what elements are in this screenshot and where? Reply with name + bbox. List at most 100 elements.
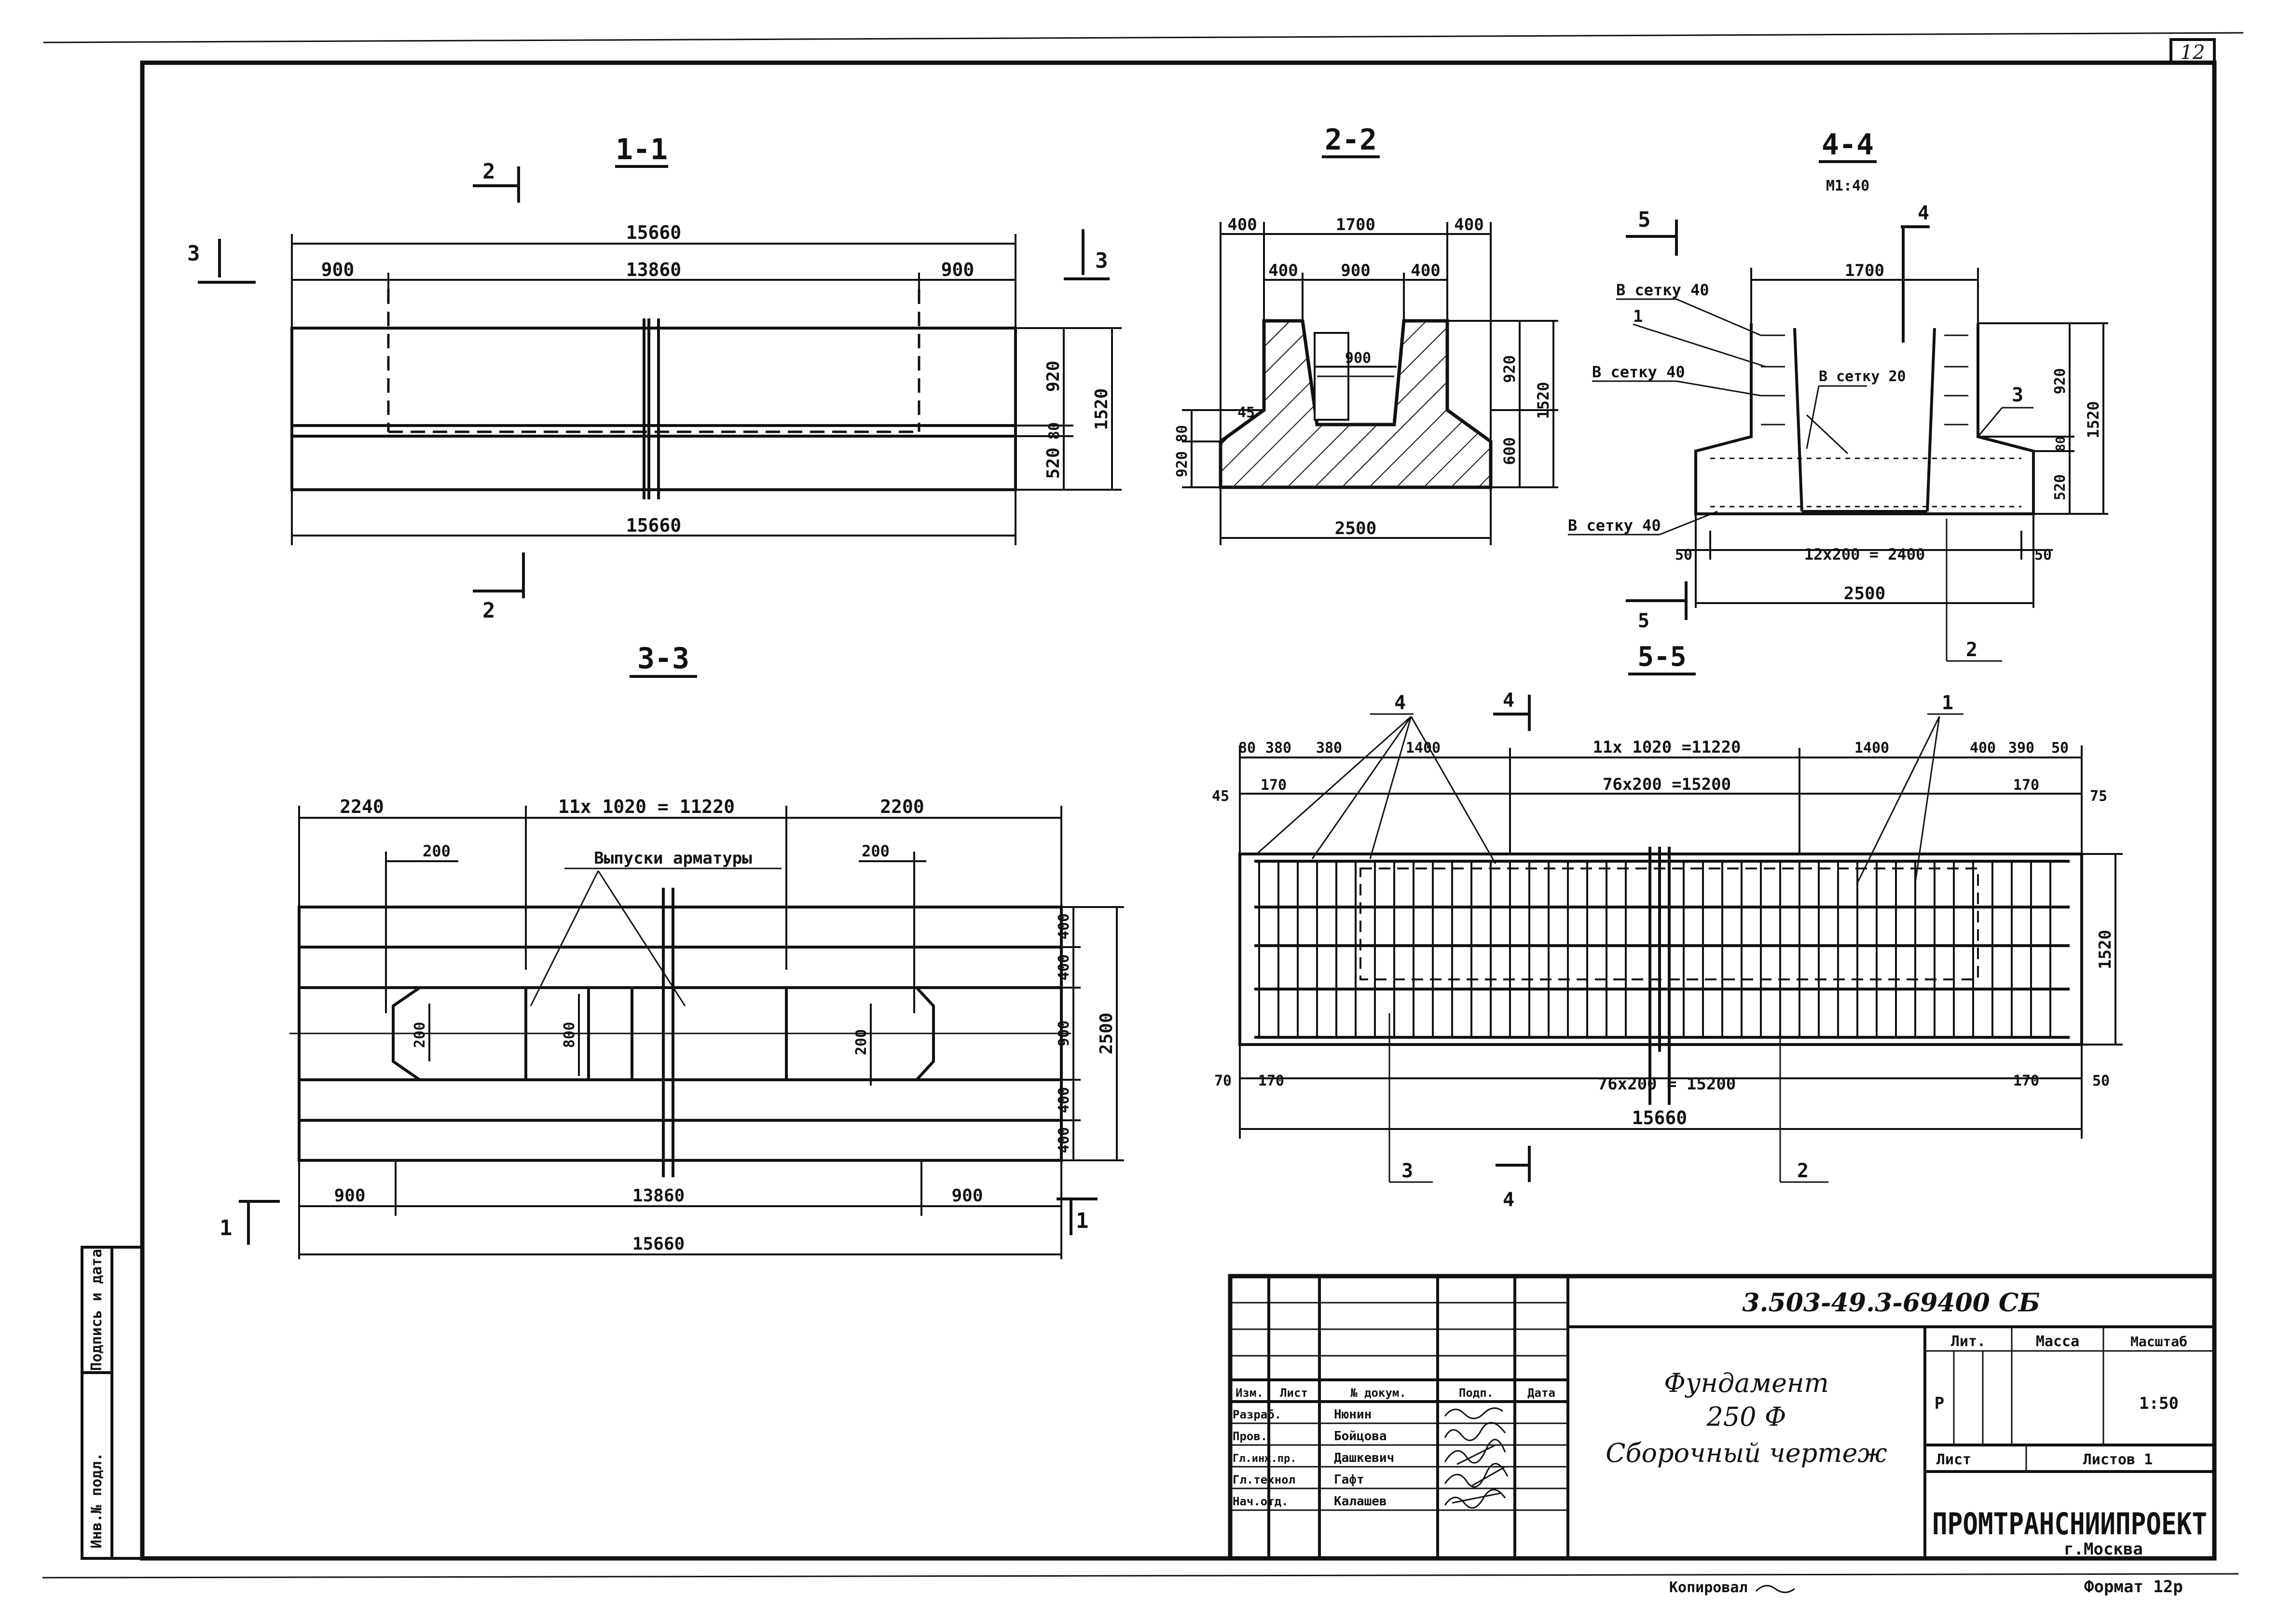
dim-total-top: 15660 bbox=[626, 222, 681, 243]
tb-role: Гл.технол bbox=[1233, 1473, 1295, 1486]
position-4: 4 bbox=[1918, 202, 1929, 224]
position-3: 3 bbox=[1401, 1160, 1413, 1182]
tb-scale-label: Масштаб bbox=[2130, 1334, 2187, 1349]
dim-mid: 13860 bbox=[626, 259, 681, 280]
tb-city: г.Москва bbox=[2064, 1540, 2143, 1559]
dim-mid: 11x 1020 = 11220 bbox=[558, 796, 735, 817]
dim-inner-200b: 200 bbox=[853, 1029, 870, 1055]
tb-role: Разраб. bbox=[1233, 1408, 1281, 1421]
dim-inner-w: 900 bbox=[1345, 350, 1371, 367]
tb-name: Калашев bbox=[1334, 1494, 1387, 1509]
doc-code: 3.503-49.3-69400 СБ bbox=[1742, 1288, 2040, 1318]
doc-name-2: 250 Ф bbox=[1706, 1402, 1786, 1432]
doc-name-1: Фундамент bbox=[1664, 1368, 1829, 1398]
dim-w-total: 2500 bbox=[1335, 519, 1377, 538]
sheet-format: Формат 12р bbox=[2084, 1577, 2183, 1596]
dim-inner-800: 800 bbox=[561, 1022, 578, 1048]
position-4: 4 bbox=[1394, 692, 1406, 714]
dim-l170a: 170 bbox=[1261, 777, 1287, 794]
section-1-1: 1-1 2 3 3 15660 900 13860 900 bbox=[187, 133, 1122, 623]
signature bbox=[1444, 1439, 1506, 1465]
section-scale: М1:40 bbox=[1826, 178, 1869, 194]
dim-l45: 45 bbox=[1212, 788, 1229, 805]
copier-signature bbox=[1755, 1585, 1795, 1593]
dim-w-total: 2500 bbox=[1844, 584, 1886, 604]
callout-mesh-1: В сетку 40 bbox=[1616, 281, 1709, 299]
tb-header-doc: № докум. bbox=[1350, 1386, 1406, 1400]
foundation-elevation bbox=[290, 327, 1017, 491]
rebar-outlets-label: Выпуски арматуры bbox=[594, 849, 752, 868]
position-2: 2 bbox=[1797, 1160, 1809, 1182]
tb-header-izm: Изм. bbox=[1236, 1386, 1263, 1400]
dim-bot-mid: 13860 bbox=[632, 1186, 685, 1206]
dim-left-h: 920 80 bbox=[1174, 425, 1191, 477]
tb-mass-label: Масса bbox=[2036, 1333, 2079, 1350]
dim-b170: 170 bbox=[1258, 1073, 1284, 1089]
leader-line bbox=[597, 870, 686, 1006]
dim-h2: 600 bbox=[1500, 437, 1519, 465]
dim-h-total: 1520 bbox=[2084, 401, 2102, 438]
dim-spacing: 12x200 = 2400 bbox=[1804, 545, 1925, 564]
leader-line bbox=[1676, 298, 1761, 336]
dim-in-l: 400 bbox=[1268, 261, 1298, 280]
dim-in-mid: 900 bbox=[1341, 261, 1370, 280]
tb-sheet-label: Лист bbox=[1936, 1451, 1971, 1468]
dim-t-mid: 11x 1020 =11220 bbox=[1593, 738, 1741, 757]
section-3-3-title: 3-3 bbox=[637, 642, 689, 675]
callout-mesh-2: В сетку 40 bbox=[1592, 363, 1685, 381]
sheet-number-box bbox=[2169, 38, 2216, 64]
position-1: 1 bbox=[1942, 692, 1953, 714]
dim-h-total: 2500 bbox=[1097, 1013, 1116, 1055]
drawing-frame bbox=[140, 60, 2217, 1561]
trim-line-bottom bbox=[42, 1573, 2239, 1579]
dim-h2: 80 bbox=[2054, 436, 2068, 451]
leader-line bbox=[530, 870, 599, 1006]
dim-inner-200a: 200 bbox=[412, 1022, 428, 1048]
tb-name: Нюнин bbox=[1334, 1407, 1372, 1422]
dim-200a: 200 bbox=[423, 842, 451, 860]
leader-line bbox=[1633, 323, 1766, 368]
dim-in-r: 400 bbox=[1411, 261, 1440, 280]
dim-t1400a: 1400 bbox=[1406, 740, 1441, 757]
leader-line bbox=[1676, 380, 1761, 397]
dim-h-bot: 520 bbox=[1043, 447, 1063, 479]
dim-b70: 70 bbox=[1214, 1073, 1232, 1089]
dim-h1520: 1520 bbox=[2096, 930, 2115, 969]
callout-mesh-4: В сетку 40 bbox=[1568, 516, 1661, 535]
leader-line bbox=[1806, 385, 1820, 449]
dim-edge-l: 50 bbox=[1675, 547, 1692, 564]
tb-header-date: Дата bbox=[1527, 1386, 1555, 1400]
tb-sheets-label: Листов 1 bbox=[2083, 1451, 2153, 1468]
section-2-2-title: 2-2 bbox=[1325, 123, 1377, 157]
dim-left: 900 bbox=[321, 259, 355, 280]
leader-line bbox=[1659, 510, 1718, 536]
dim-slope: 45 bbox=[1237, 404, 1255, 421]
section-4-4-title: 4-4 bbox=[1822, 128, 1874, 162]
trim-line-top bbox=[43, 32, 2244, 43]
cut-marker-4-bottom: 4 bbox=[1503, 1189, 1514, 1211]
dim-r400a: 400 bbox=[1056, 913, 1072, 939]
tb-role: Гл.инж.пр. bbox=[1233, 1453, 1296, 1465]
section-4-4-outline bbox=[1694, 323, 2035, 515]
dim-edge-r: 50 bbox=[2034, 547, 2052, 564]
dim-h1: 920 bbox=[1500, 355, 1519, 383]
dim-bot-l: 900 bbox=[334, 1186, 365, 1206]
dim-200b: 200 bbox=[862, 842, 890, 860]
section-2-2: 2-2 400 1700 400 400 900 400 900 45 bbox=[1174, 123, 1558, 545]
dim-b50: 50 bbox=[2092, 1073, 2110, 1089]
tb-organization: ПРОМТРАНСНИИПРОЕКТ bbox=[1932, 1506, 2207, 1541]
dim-h-total: 1520 bbox=[1534, 382, 1552, 419]
dim-r400d: 400 bbox=[1056, 1127, 1072, 1153]
position-2: 2 bbox=[1966, 639, 1977, 661]
cut-marker-2-bottom: 2 bbox=[482, 598, 495, 623]
dim-h-total: 1520 bbox=[1092, 388, 1112, 430]
dim-total: 15660 bbox=[1632, 1107, 1687, 1129]
dim-r400c: 400 bbox=[1056, 1087, 1072, 1113]
tb-scale-value: 1:50 bbox=[2139, 1394, 2179, 1413]
cut-marker-3-left: 3 bbox=[187, 241, 200, 266]
leader-line bbox=[1256, 716, 1412, 855]
sheet-number: 12 bbox=[2181, 41, 2205, 64]
position-1: 1 bbox=[1633, 307, 1643, 326]
cut-marker-5-bottom: 5 bbox=[1638, 610, 1649, 632]
dim-t390: 390 bbox=[2008, 740, 2034, 757]
